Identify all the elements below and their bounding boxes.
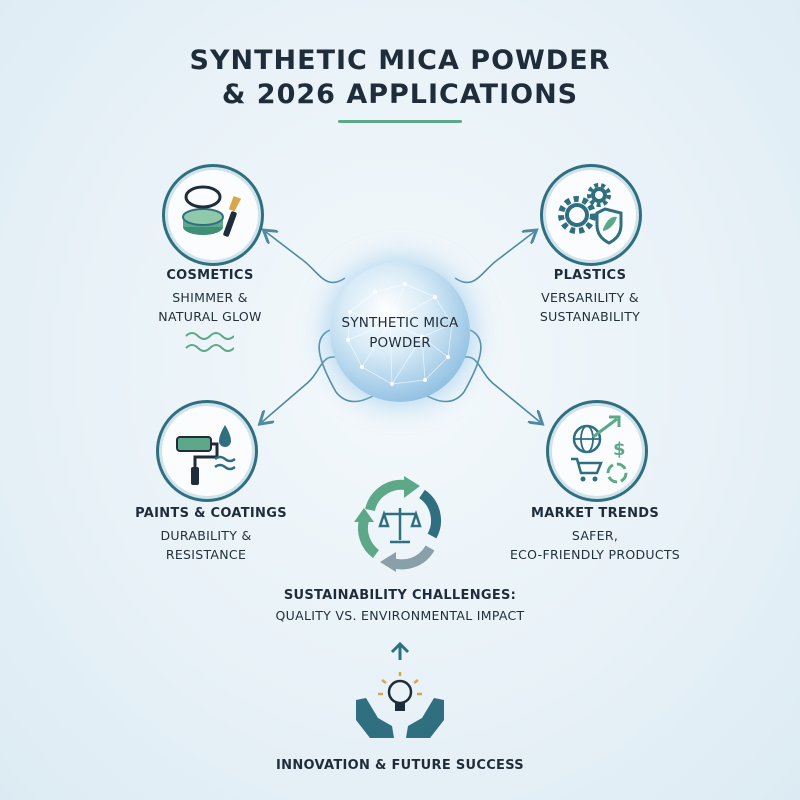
- market-node: $: [546, 400, 648, 502]
- hands-lightbulb-icon: [356, 641, 444, 738]
- cosmetics-sub-line-1: SHIMMER &: [172, 290, 248, 305]
- market-heading: MARKET TRENDS: [530, 506, 660, 521]
- paints-heading: PAINTS & COATINGS: [135, 506, 287, 521]
- sustainability-heading: SUSTAINABILITY CHALLENGES:: [283, 588, 517, 603]
- cosmetics-sub-line-2: NATURAL GLOW: [158, 309, 262, 324]
- innovation-heading: INNOVATION & FUTURE SUCCESS: [276, 758, 524, 773]
- center-sphere: [330, 262, 470, 402]
- center-link-right: [419, 329, 482, 403]
- gears-and-shield-icon: [558, 183, 623, 245]
- wave-lines-icon: [185, 332, 234, 352]
- plastics-heading: PLASTICS: [553, 268, 627, 283]
- paints-node: [156, 400, 258, 502]
- globe-cart-dollar-recycle-icon: $: [571, 415, 628, 484]
- plastics-sub-line-2: SUSTANABILITY: [539, 309, 641, 324]
- paints-sub-line-1: DURABILITY &: [160, 528, 252, 543]
- page-title-line-2: & 2026 APPLICATIONS: [221, 79, 579, 110]
- center-label-line-1: SYNTHETIC MICA: [341, 315, 459, 331]
- market-sub-line-1: SAFER,: [571, 528, 619, 543]
- arrow-to-market: [459, 356, 540, 422]
- cosmetics-heading: COSMETICS: [166, 268, 254, 283]
- paint-roller-and-water-icon: [176, 425, 236, 485]
- arrow-to-cosmetics: [266, 232, 346, 284]
- title-underline: [338, 120, 462, 123]
- center-label-line-2: POWDER: [369, 335, 431, 351]
- network-pattern: [346, 282, 454, 386]
- compact-and-brush-icon: [182, 185, 242, 237]
- paints-sub-line-2: RESISTANCE: [165, 547, 247, 562]
- arrow-to-paints: [262, 356, 341, 422]
- plastics-node: [540, 164, 642, 266]
- center-link-left: [318, 329, 381, 403]
- market-sub-line-2: ECO-FRIENDLY PRODUCTS: [509, 547, 681, 562]
- cosmetics-node: [162, 164, 264, 266]
- balance-scale-cycle-icon: [354, 476, 442, 572]
- svg-text:$: $: [613, 439, 626, 460]
- plastics-sub-line-1: VERSARILITY &: [541, 290, 639, 305]
- sustainability-sub: QUALITY VS. ENVIRONMENTAL IMPACT: [275, 608, 525, 623]
- arrow-to-plastics: [454, 232, 534, 284]
- page-title-line-1: SYNTHETIC MICA POWDER: [189, 45, 611, 76]
